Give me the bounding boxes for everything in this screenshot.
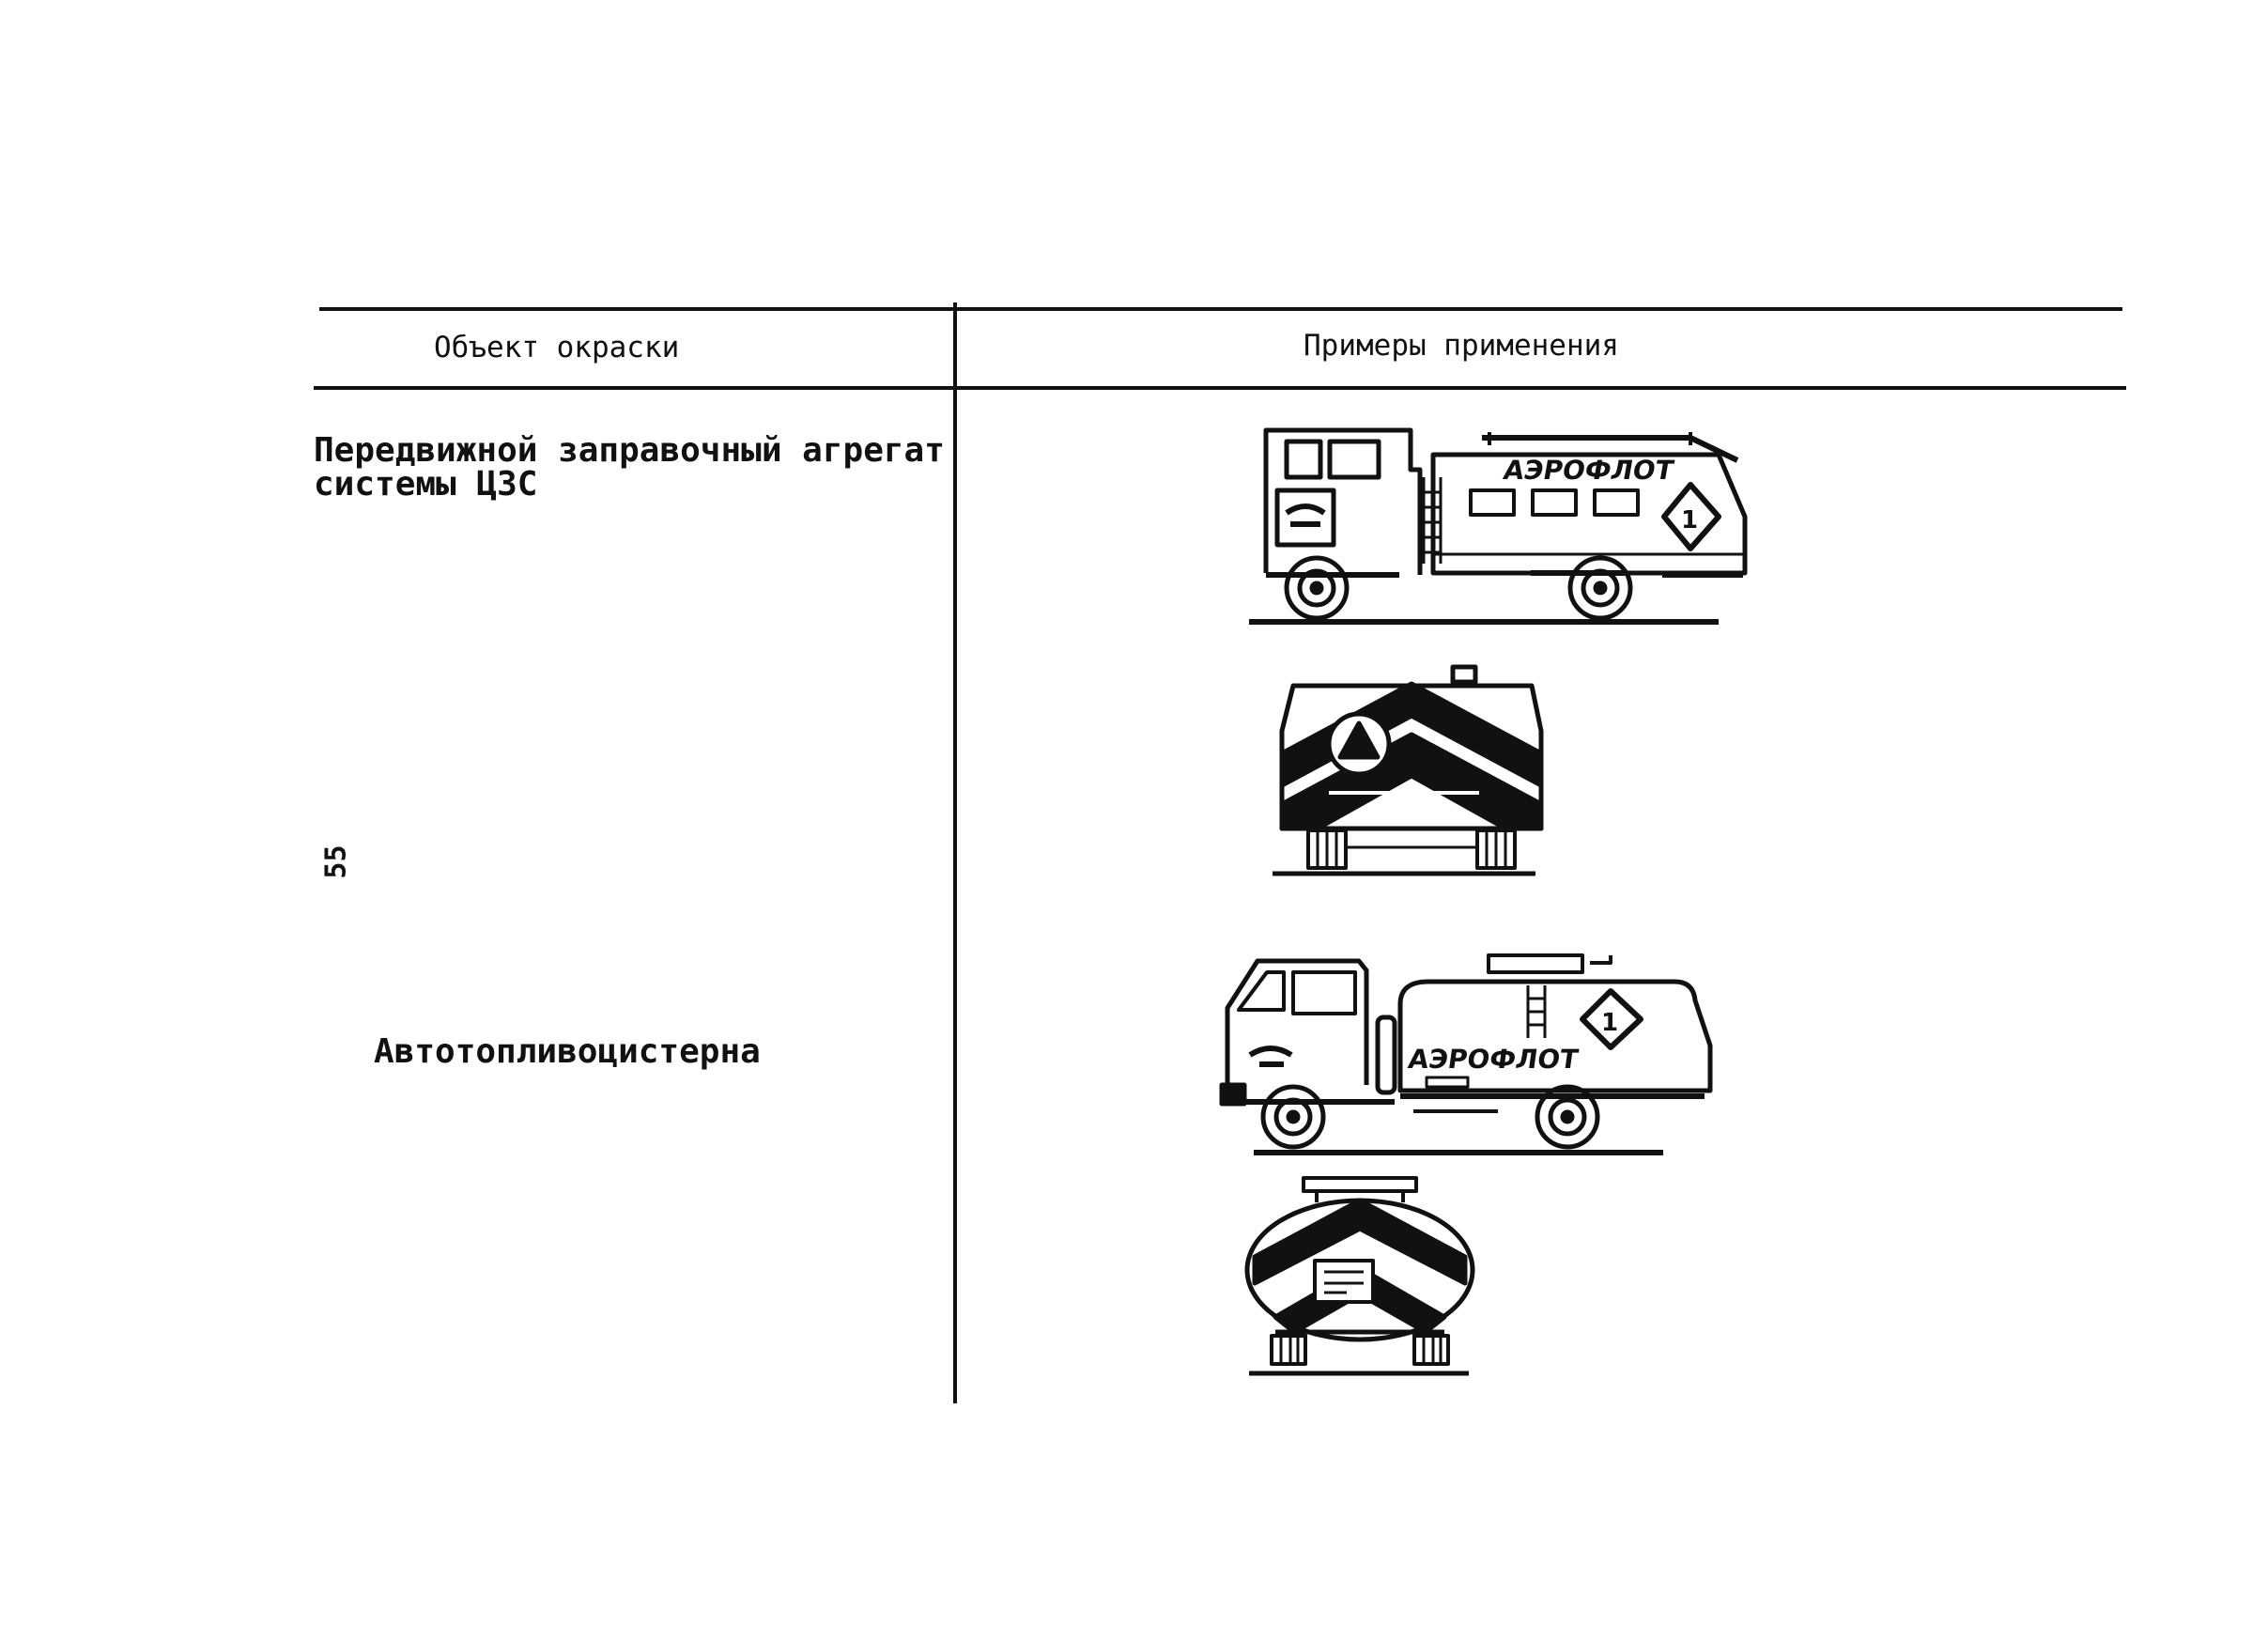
fuel-tanker-logo: АЭРОФЛОТ	[1406, 1044, 1581, 1075]
fuel-unit-side-view-illustration: АЭРОФЛОТ 1	[1249, 413, 1756, 629]
table-column-divider	[953, 302, 957, 1403]
column-header-examples: Примеры применения	[1304, 329, 1619, 363]
fuel-tanker-rear-view-illustration	[1238, 1174, 1482, 1376]
row-object-fuel-unit: Передвижной заправочный агрегат системы …	[314, 431, 945, 503]
table-header-rule	[314, 386, 2126, 390]
fuel-tanker-side-view-illustration: АЭРОФЛОТ 1	[1216, 944, 1723, 1160]
fuel-unit-logo: АЭРОФЛОТ	[1501, 455, 1676, 486]
column-header-object: Объект окраски	[434, 331, 680, 364]
table-top-rule	[319, 307, 2122, 311]
page-number: 55	[319, 844, 353, 879]
svg-text:1: 1	[1601, 1009, 1618, 1037]
svg-text:1: 1	[1681, 506, 1698, 534]
fuel-unit-rear-view-illustration	[1273, 663, 1554, 879]
row-object-fuel-tanker: Автотопливоцистерна	[374, 1032, 761, 1071]
